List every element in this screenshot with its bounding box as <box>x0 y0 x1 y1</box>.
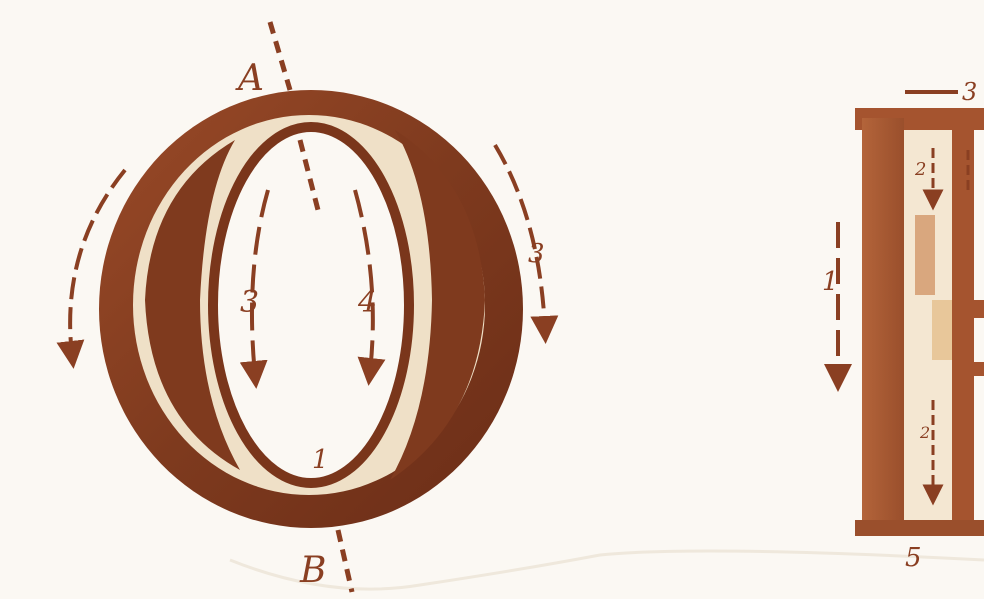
letter-e-number-2: 2 <box>914 159 926 180</box>
letter-e-inner-shade-1 <box>915 215 935 295</box>
stroke-number-bottom: 1 <box>312 445 329 475</box>
letter-e-number-5: 5 <box>905 543 922 573</box>
letter-e-number-3: 3 <box>962 78 977 106</box>
letter-e-crossbar-1 <box>952 300 984 318</box>
letter-e-stem <box>862 118 904 532</box>
letter-e-inner-shade-2 <box>932 300 952 360</box>
stroke-number-right-outer: 3 <box>528 239 545 269</box>
letter-o <box>99 90 523 528</box>
letter-e-number-2-lower: 2 <box>919 423 930 442</box>
axis-bottom-segment <box>338 530 352 592</box>
stroke-number-inner-left: 3 <box>240 285 259 320</box>
letter-e-bottom-bar <box>855 520 984 536</box>
label-a: A <box>235 58 264 99</box>
axis-top-segment <box>270 22 290 90</box>
letter-e-number-1: 1 <box>822 267 839 297</box>
label-b: B <box>299 550 326 591</box>
letter-e-crossbar-2 <box>952 362 984 376</box>
stroke-number-inner-right: 4 <box>357 285 377 320</box>
letter-e-second-stem <box>952 130 974 524</box>
